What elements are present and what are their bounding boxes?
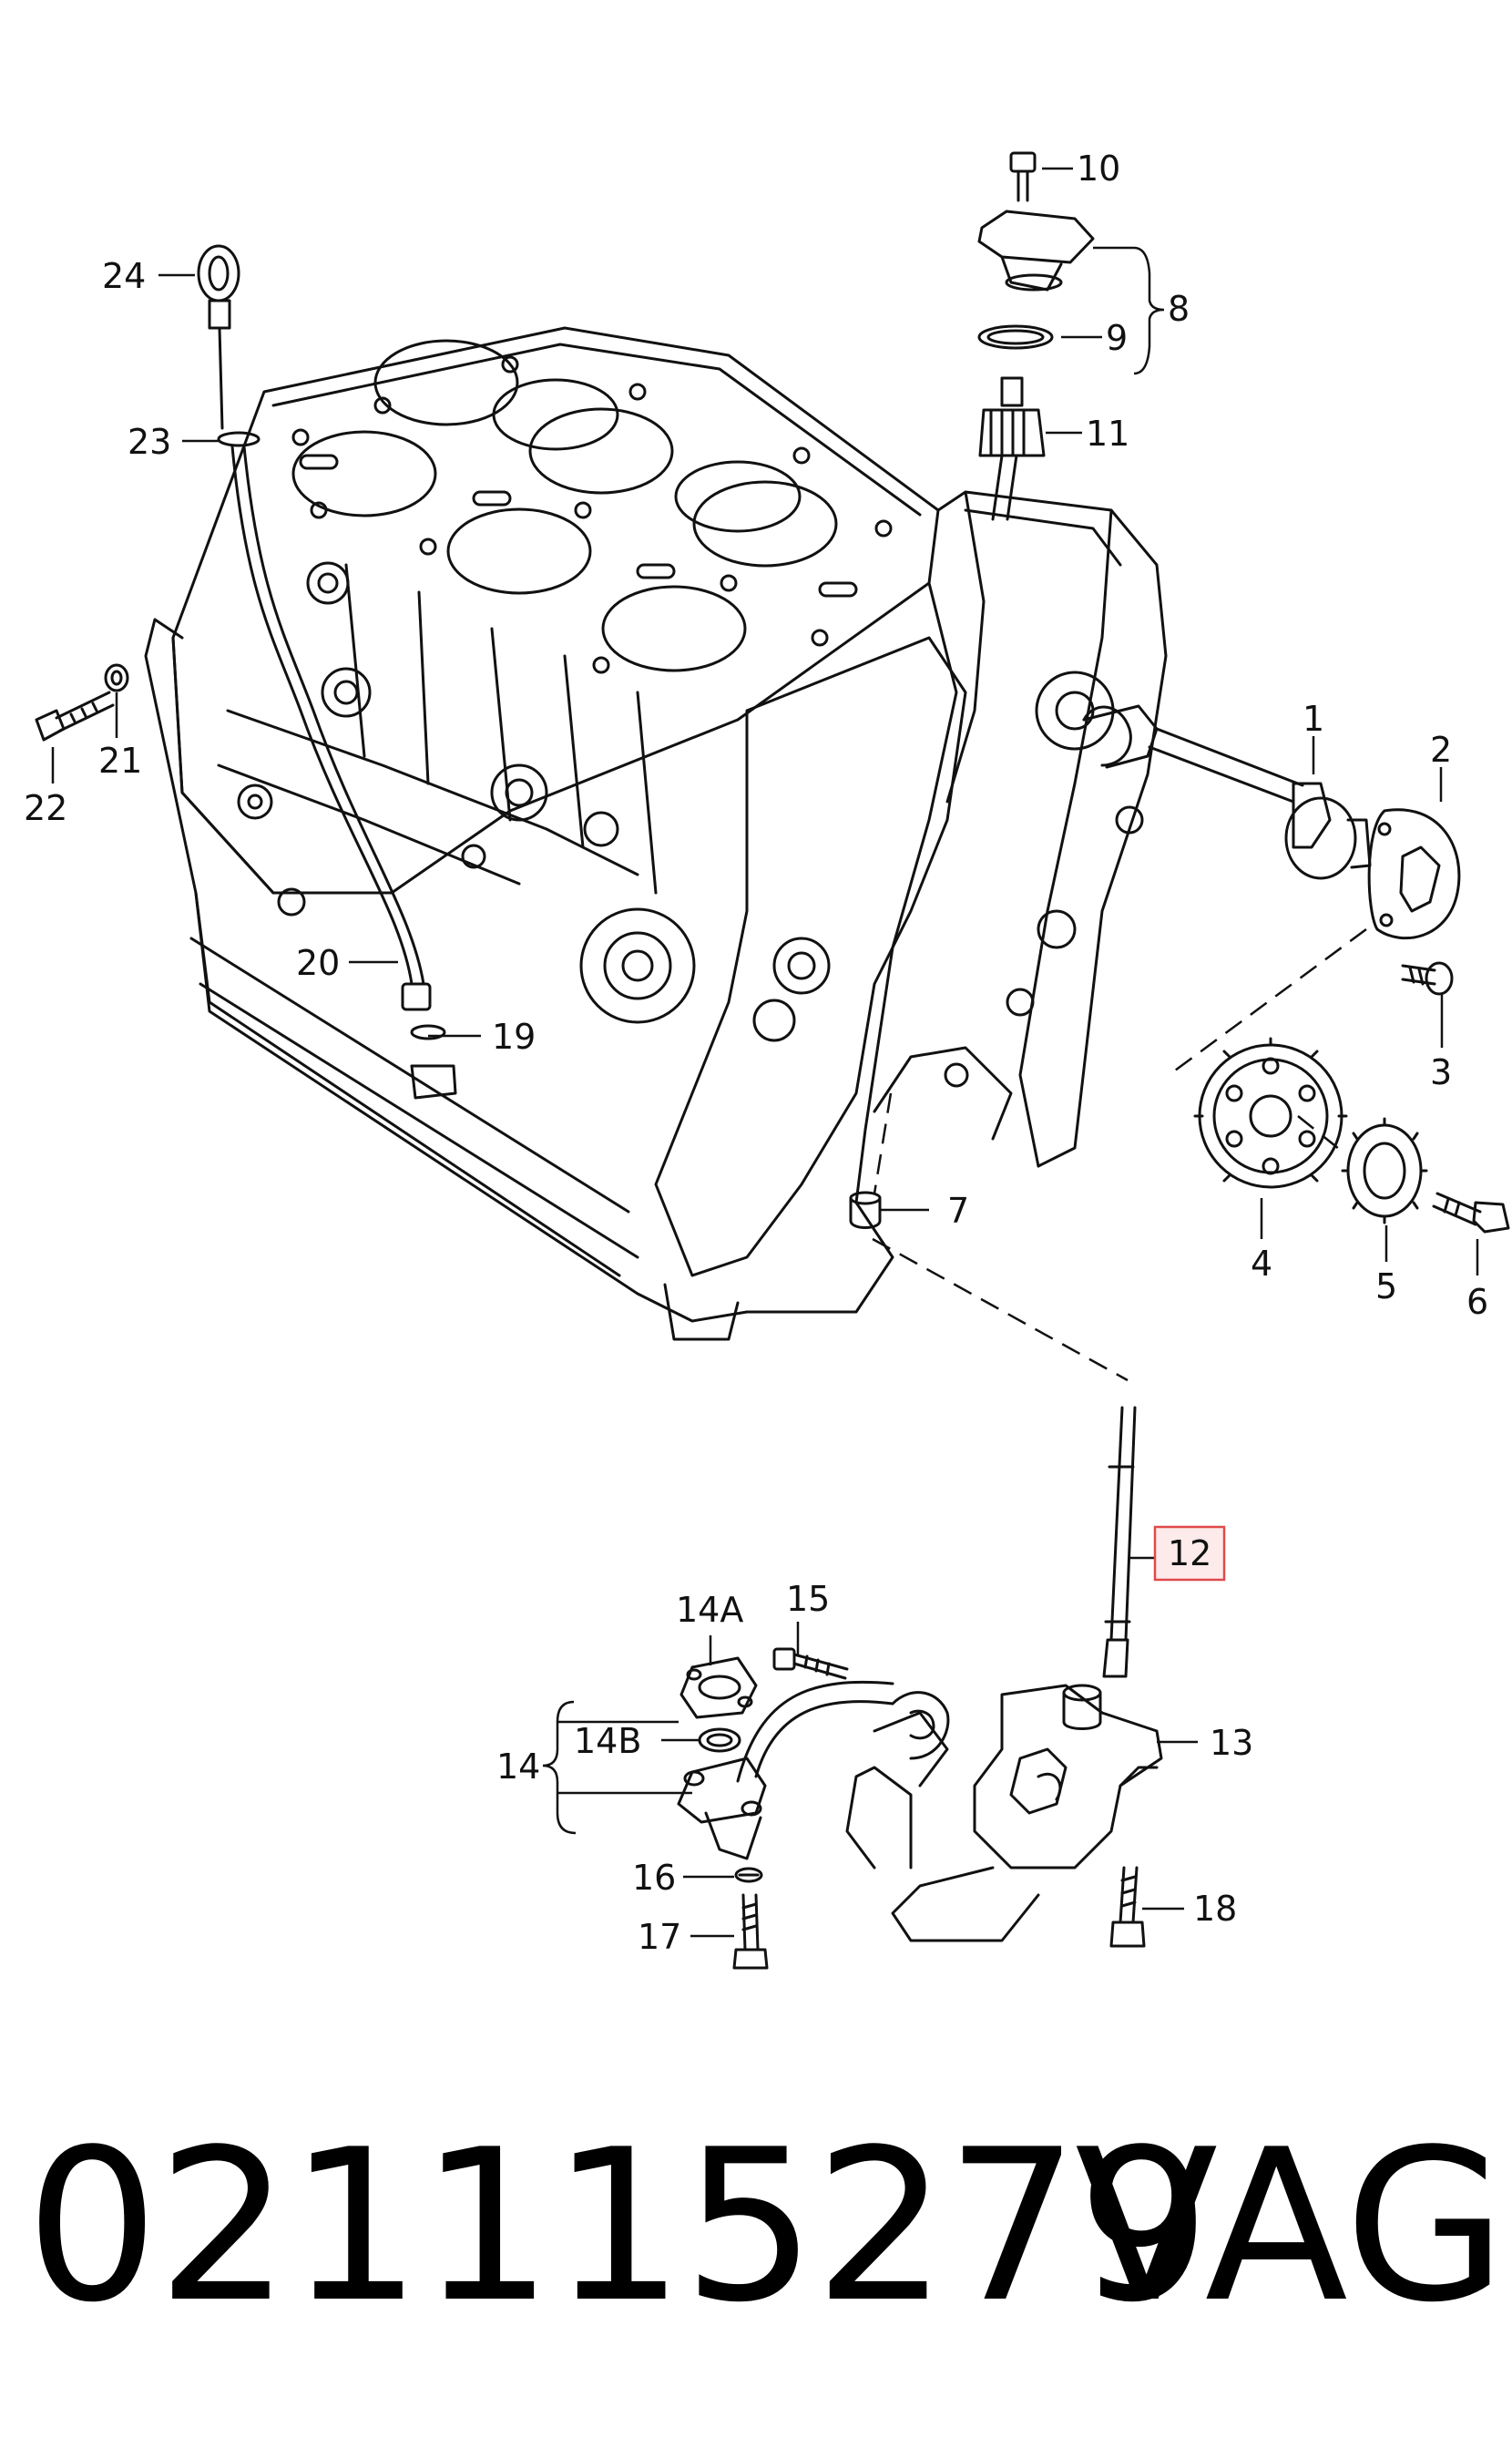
part-number: 021115279 (26, 2105, 1211, 2349)
label-22: 22 (24, 788, 67, 828)
label-13: 13 (1210, 1723, 1253, 1763)
label-7: 7 (947, 1191, 969, 1231)
label-4: 4 (1251, 1244, 1272, 1284)
label-16: 16 (632, 1858, 676, 1898)
label-8: 8 (1168, 289, 1190, 329)
bolt-6 (1432, 1192, 1510, 1234)
flange-2 (1367, 808, 1461, 940)
label-6: 6 (1466, 1282, 1488, 1322)
oring-14b (698, 1727, 741, 1753)
sprocket-4 (1193, 1037, 1348, 1189)
label-1: 1 (1303, 699, 1324, 739)
label-14: 14 (496, 1747, 540, 1787)
intermediate-shaft-1 (1082, 704, 1372, 880)
dipstick-assembly (197, 244, 457, 1100)
pickup-pipe-14 (677, 1680, 894, 1860)
label-18: 18 (1193, 1889, 1237, 1929)
gasket-9 (977, 324, 1054, 350)
label-9: 9 (1106, 318, 1128, 358)
label-12: 12 (1168, 1533, 1211, 1573)
bolt-15 (772, 1647, 849, 1680)
label-2: 2 (1430, 730, 1452, 770)
label-10: 10 (1077, 149, 1120, 189)
gear-11 (978, 376, 1046, 521)
label-23: 23 (128, 422, 171, 462)
label-21: 21 (98, 741, 142, 781)
callout-labels: 24 23 22 21 20 19 10 8 9 11 1 2 3 4 5 6 … (24, 149, 1488, 1957)
label-15: 15 (786, 1579, 830, 1619)
bolt-17 (732, 1893, 769, 1970)
label-3: 3 (1430, 1052, 1452, 1092)
label-17: 17 (638, 1917, 681, 1957)
gasket-14a (679, 1656, 758, 1719)
bolt-18 (1109, 1866, 1146, 1948)
brand-name: VAG (1075, 2105, 1507, 2349)
label-14a: 14A (676, 1590, 743, 1630)
bolt-10 (1009, 151, 1037, 202)
label-11: 11 (1086, 414, 1129, 454)
lock-washer-16 (734, 1867, 763, 1883)
bolt-22 (35, 691, 115, 742)
label-20: 20 (296, 943, 340, 983)
washer-21 (104, 663, 129, 692)
label-14b: 14B (574, 1721, 641, 1761)
label-5: 5 (1375, 1266, 1397, 1306)
label-24: 24 (102, 256, 146, 296)
drive-shaft-12 (1102, 1406, 1137, 1678)
highlight-box-12 (1153, 1525, 1226, 1582)
sleeve-7 (849, 1191, 882, 1229)
sprocket-5 (1341, 1117, 1428, 1224)
label-19: 19 (492, 1017, 536, 1057)
cap-8 (977, 210, 1095, 292)
bolt-3 (1401, 961, 1454, 996)
oil-pump-13 (845, 1684, 1163, 1942)
leader-lines (51, 167, 1479, 1938)
engine-block (144, 326, 1168, 1341)
dashed-assembly-lines (872, 927, 1367, 1382)
